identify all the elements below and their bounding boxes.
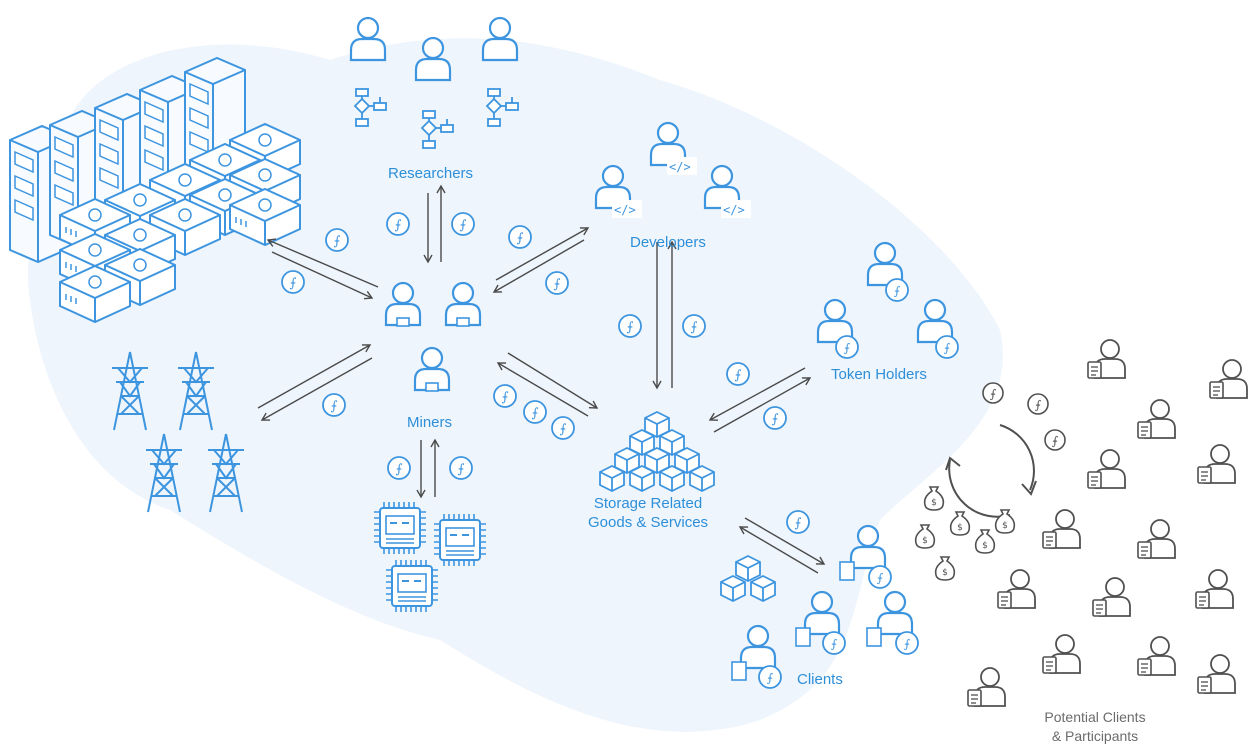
token-holders-label: Token Holders xyxy=(831,366,927,383)
svg-text:⨍: ⨍ xyxy=(1035,398,1042,412)
svg-text:⨍: ⨍ xyxy=(554,277,561,292)
svg-text:⨍: ⨍ xyxy=(894,284,901,298)
flow-arrows xyxy=(257,184,826,574)
svg-text:⨍: ⨍ xyxy=(795,516,802,531)
client-icon xyxy=(731,524,919,689)
svg-text:⨍: ⨍ xyxy=(502,390,509,405)
svg-text:⨍: ⨍ xyxy=(844,341,851,355)
potential-label-line1: Potential Clients xyxy=(1044,709,1146,725)
svg-text:⨍: ⨍ xyxy=(691,320,698,335)
svg-text:⨍: ⨍ xyxy=(334,234,341,249)
svg-text:⨍: ⨍ xyxy=(532,406,539,421)
svg-text:⨍: ⨍ xyxy=(877,571,884,585)
clients-label: Clients xyxy=(797,671,843,688)
filecoin-token-icon: ⨍ ⨍ ⨍ ⨍ ⨍ ⨍ ⨍ ⨍ ⨍ ⨍ ⨍ ⨍ ⨍ ⨍ ⨍ ⨍ ⨍ xyxy=(281,212,810,534)
svg-text:</>: </> xyxy=(669,160,691,174)
svg-text:⨍: ⨍ xyxy=(990,387,997,401)
developer-icon: </> </> </> xyxy=(594,121,751,218)
svg-text:⨍: ⨍ xyxy=(290,276,297,291)
storage-label: Storage Related Goods & Services xyxy=(588,494,708,532)
svg-text:⨍: ⨍ xyxy=(944,341,951,355)
developers-label: Developers xyxy=(630,234,706,251)
storage-label-line2: Goods & Services xyxy=(588,514,709,531)
svg-text:⨍: ⨍ xyxy=(904,637,911,651)
svg-text:⨍: ⨍ xyxy=(396,462,403,477)
holder-token-glyphs: ⨍ ⨍ ⨍ ⨍ ⨍ ⨍ ⨍ xyxy=(767,284,951,685)
svg-text:⨍: ⨍ xyxy=(458,462,465,477)
potential-label-line2: & Participants xyxy=(1051,728,1139,744)
svg-text:⨍: ⨍ xyxy=(517,231,524,246)
svg-text:⨍: ⨍ xyxy=(627,320,634,335)
svg-text:⨍: ⨍ xyxy=(395,218,402,233)
miners-label: Miners xyxy=(407,414,453,431)
svg-text:⨍: ⨍ xyxy=(331,399,338,414)
svg-text:⨍: ⨍ xyxy=(831,637,838,651)
money-bag-icon xyxy=(914,486,1016,581)
svg-text:⨍: ⨍ xyxy=(560,422,567,437)
svg-text:⨍: ⨍ xyxy=(767,671,774,685)
gray-token-icons: ⨍ ⨍ ⨍ xyxy=(982,382,1066,451)
researchers-label: Researchers xyxy=(388,165,474,182)
svg-text:</>: </> xyxy=(614,203,636,217)
cycle-arrow-icon xyxy=(945,424,1037,518)
svg-text:⨍: ⨍ xyxy=(460,218,467,233)
potential-clients-label: Potential Clients & Participants xyxy=(1030,708,1160,746)
svg-text:⨍: ⨍ xyxy=(735,368,742,383)
miner-icon xyxy=(384,281,482,392)
svg-text:</>: </> xyxy=(723,203,745,217)
svg-text:⨍: ⨍ xyxy=(772,412,779,427)
svg-text:⨍: ⨍ xyxy=(1052,434,1059,448)
storage-label-line1: Storage Related xyxy=(593,495,703,512)
